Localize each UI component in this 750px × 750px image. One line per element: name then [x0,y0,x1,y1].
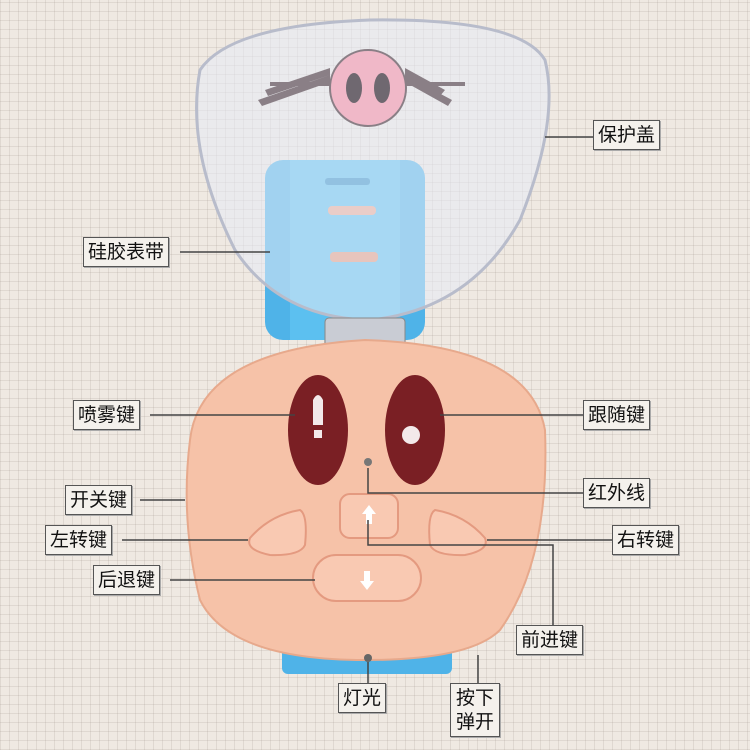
label-forward: 前进键 [516,625,584,655]
callout-lines [122,136,612,683]
label-follow: 跟随键 [583,400,651,430]
label-right-turn: 右转键 [612,525,680,555]
label-strap: 硅胶表带 [83,237,170,267]
spray-icon [313,395,323,438]
label-left-turn: 左转键 [45,525,113,555]
label-spray: 喷雾键 [73,400,141,430]
forward-arrow-icon [362,505,376,524]
back-arrow-icon [360,571,374,590]
left-turn-button[interactable] [248,508,307,557]
label-power: 开关键 [65,485,133,515]
label-back: 后退键 [93,565,161,595]
label-release: 按下弹开 [450,683,500,737]
label-infrared: 红外线 [583,478,651,508]
protective-cover [195,18,551,322]
infrared-sensor [364,458,372,466]
label-cover: 保护盖 [593,120,661,150]
light-led [364,654,372,662]
right-turn-button[interactable] [428,508,487,557]
follow-icon [402,426,420,444]
flying-pig-logo [258,49,465,127]
label-light: 灯光 [338,683,387,713]
